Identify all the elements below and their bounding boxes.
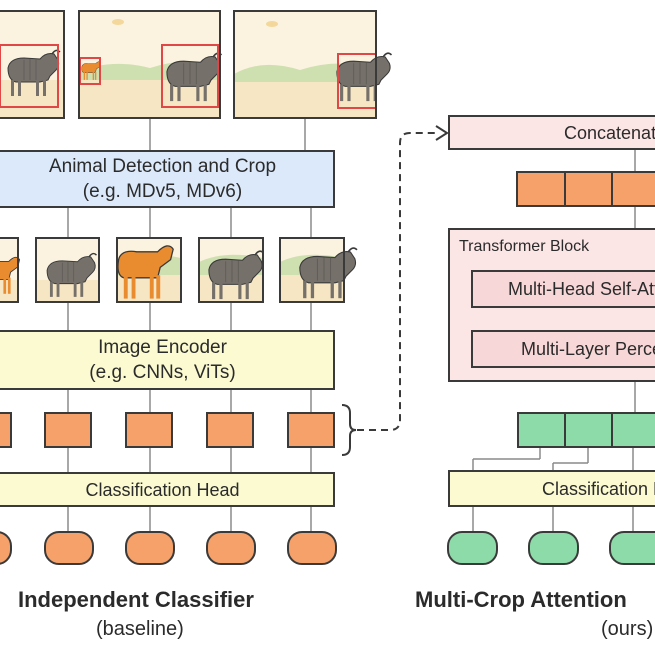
image-encoder-box: Image Encoder (e.g. CNNs, ViTs): [0, 330, 335, 390]
input-image-2: [78, 10, 223, 119]
output-node: [447, 531, 498, 565]
multi-head-self-attention-box: Multi-Head Self-Attention: [471, 270, 655, 308]
connectors-right: [472, 150, 636, 532]
feature-vector: [0, 412, 12, 448]
feature-vector: [611, 171, 655, 207]
crop-thumbnail-2: [35, 237, 100, 303]
connectors-left: [67, 118, 312, 532]
left-subtitle: (baseline): [96, 618, 184, 640]
classification-head-right: Classification Head: [448, 470, 655, 507]
feature-vector: [564, 171, 613, 207]
right-subtitle: (ours): [601, 618, 654, 640]
feature-vector: [44, 412, 92, 448]
feature-vector: [516, 171, 566, 207]
output-node: [528, 531, 579, 565]
feature-vector: [564, 412, 613, 448]
attended-features: [517, 412, 655, 448]
right-title: Multi-Crop Attention: [415, 587, 627, 612]
output-node: [0, 531, 12, 565]
classification-head-label: Classification Head: [85, 479, 240, 500]
crop-thumbnail-4: [198, 237, 265, 303]
multi-layer-perceptron-box: Multi-Layer Perceptron: [471, 330, 655, 368]
output-node: [287, 531, 337, 565]
classification-head-left: Classification Head: [0, 472, 335, 507]
detection-title: Animal Detection and Crop: [48, 156, 277, 177]
feature-vector: [206, 412, 254, 448]
output-node: [609, 531, 655, 565]
feature-vector: [125, 412, 173, 448]
output-node: [125, 531, 175, 565]
output-node: [44, 531, 94, 565]
concatenation-box: Concatenation: [448, 115, 655, 150]
encoder-title: Image Encoder: [98, 337, 227, 358]
output-node: [206, 531, 256, 565]
feature-vector: [611, 412, 655, 448]
input-image-3: [233, 10, 393, 119]
feature-vectors-left: [0, 412, 335, 448]
detection-examples: (e.g. MDv5, MDv6): [82, 181, 243, 202]
crop-thumbnail-1: [0, 237, 21, 303]
mhsa-label: Multi-Head Self-Attention: [508, 279, 655, 299]
concatenation-label: Concatenation: [564, 122, 655, 143]
feature-vector: [287, 412, 335, 448]
feature-vector: [517, 412, 566, 448]
outputs-left: [0, 531, 337, 565]
classification-head-label: Classification Head: [542, 478, 655, 499]
detection-box: Animal Detection and Crop (e.g. MDv5, MD…: [0, 150, 335, 208]
transformer-block-label: Transformer Block: [459, 238, 590, 255]
left-title: Independent Classifier: [18, 587, 254, 612]
crop-thumbnail-5: [279, 237, 358, 303]
brace-arrow: [341, 125, 449, 456]
mlp-label: Multi-Layer Perceptron: [521, 339, 655, 359]
input-image-1: [0, 10, 65, 119]
concatenated-features: [516, 171, 655, 207]
crop-thumbnail-3: [116, 237, 182, 303]
outputs-right: [447, 531, 655, 565]
encoder-examples: (e.g. CNNs, ViTs): [89, 362, 236, 383]
